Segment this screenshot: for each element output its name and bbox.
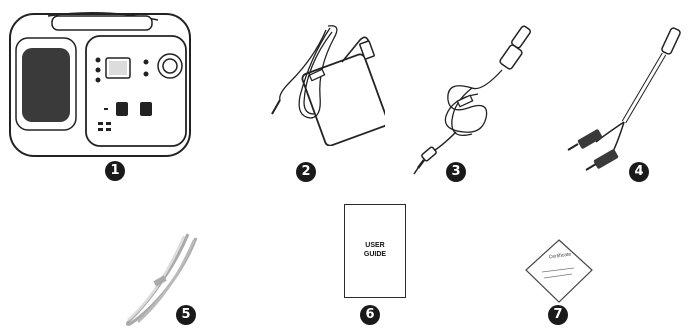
- item-number-badge: 7: [548, 305, 568, 325]
- item-number-badge: 4: [629, 162, 649, 182]
- item-number-badge: 5: [176, 305, 196, 325]
- certificate-illustration: [524, 238, 594, 304]
- solar-cable-illustration: [566, 24, 686, 184]
- item-number-badge: 2: [296, 162, 316, 182]
- ac-adapter-illustration: [270, 18, 385, 146]
- user-guide-line1: USER: [345, 241, 405, 250]
- user-guide-title: USER GUIDE: [345, 241, 405, 259]
- item-number-badge: 3: [446, 162, 466, 182]
- power-station-illustration: [8, 10, 198, 160]
- car-cable-illustration: [412, 22, 542, 182]
- user-guide-illustration: USER GUIDE: [344, 204, 406, 298]
- item-number-badge: 6: [360, 305, 380, 325]
- usb-cable-illustration: [118, 228, 213, 328]
- item-number-badge: 1: [105, 161, 125, 181]
- user-guide-line2: GUIDE: [345, 250, 405, 259]
